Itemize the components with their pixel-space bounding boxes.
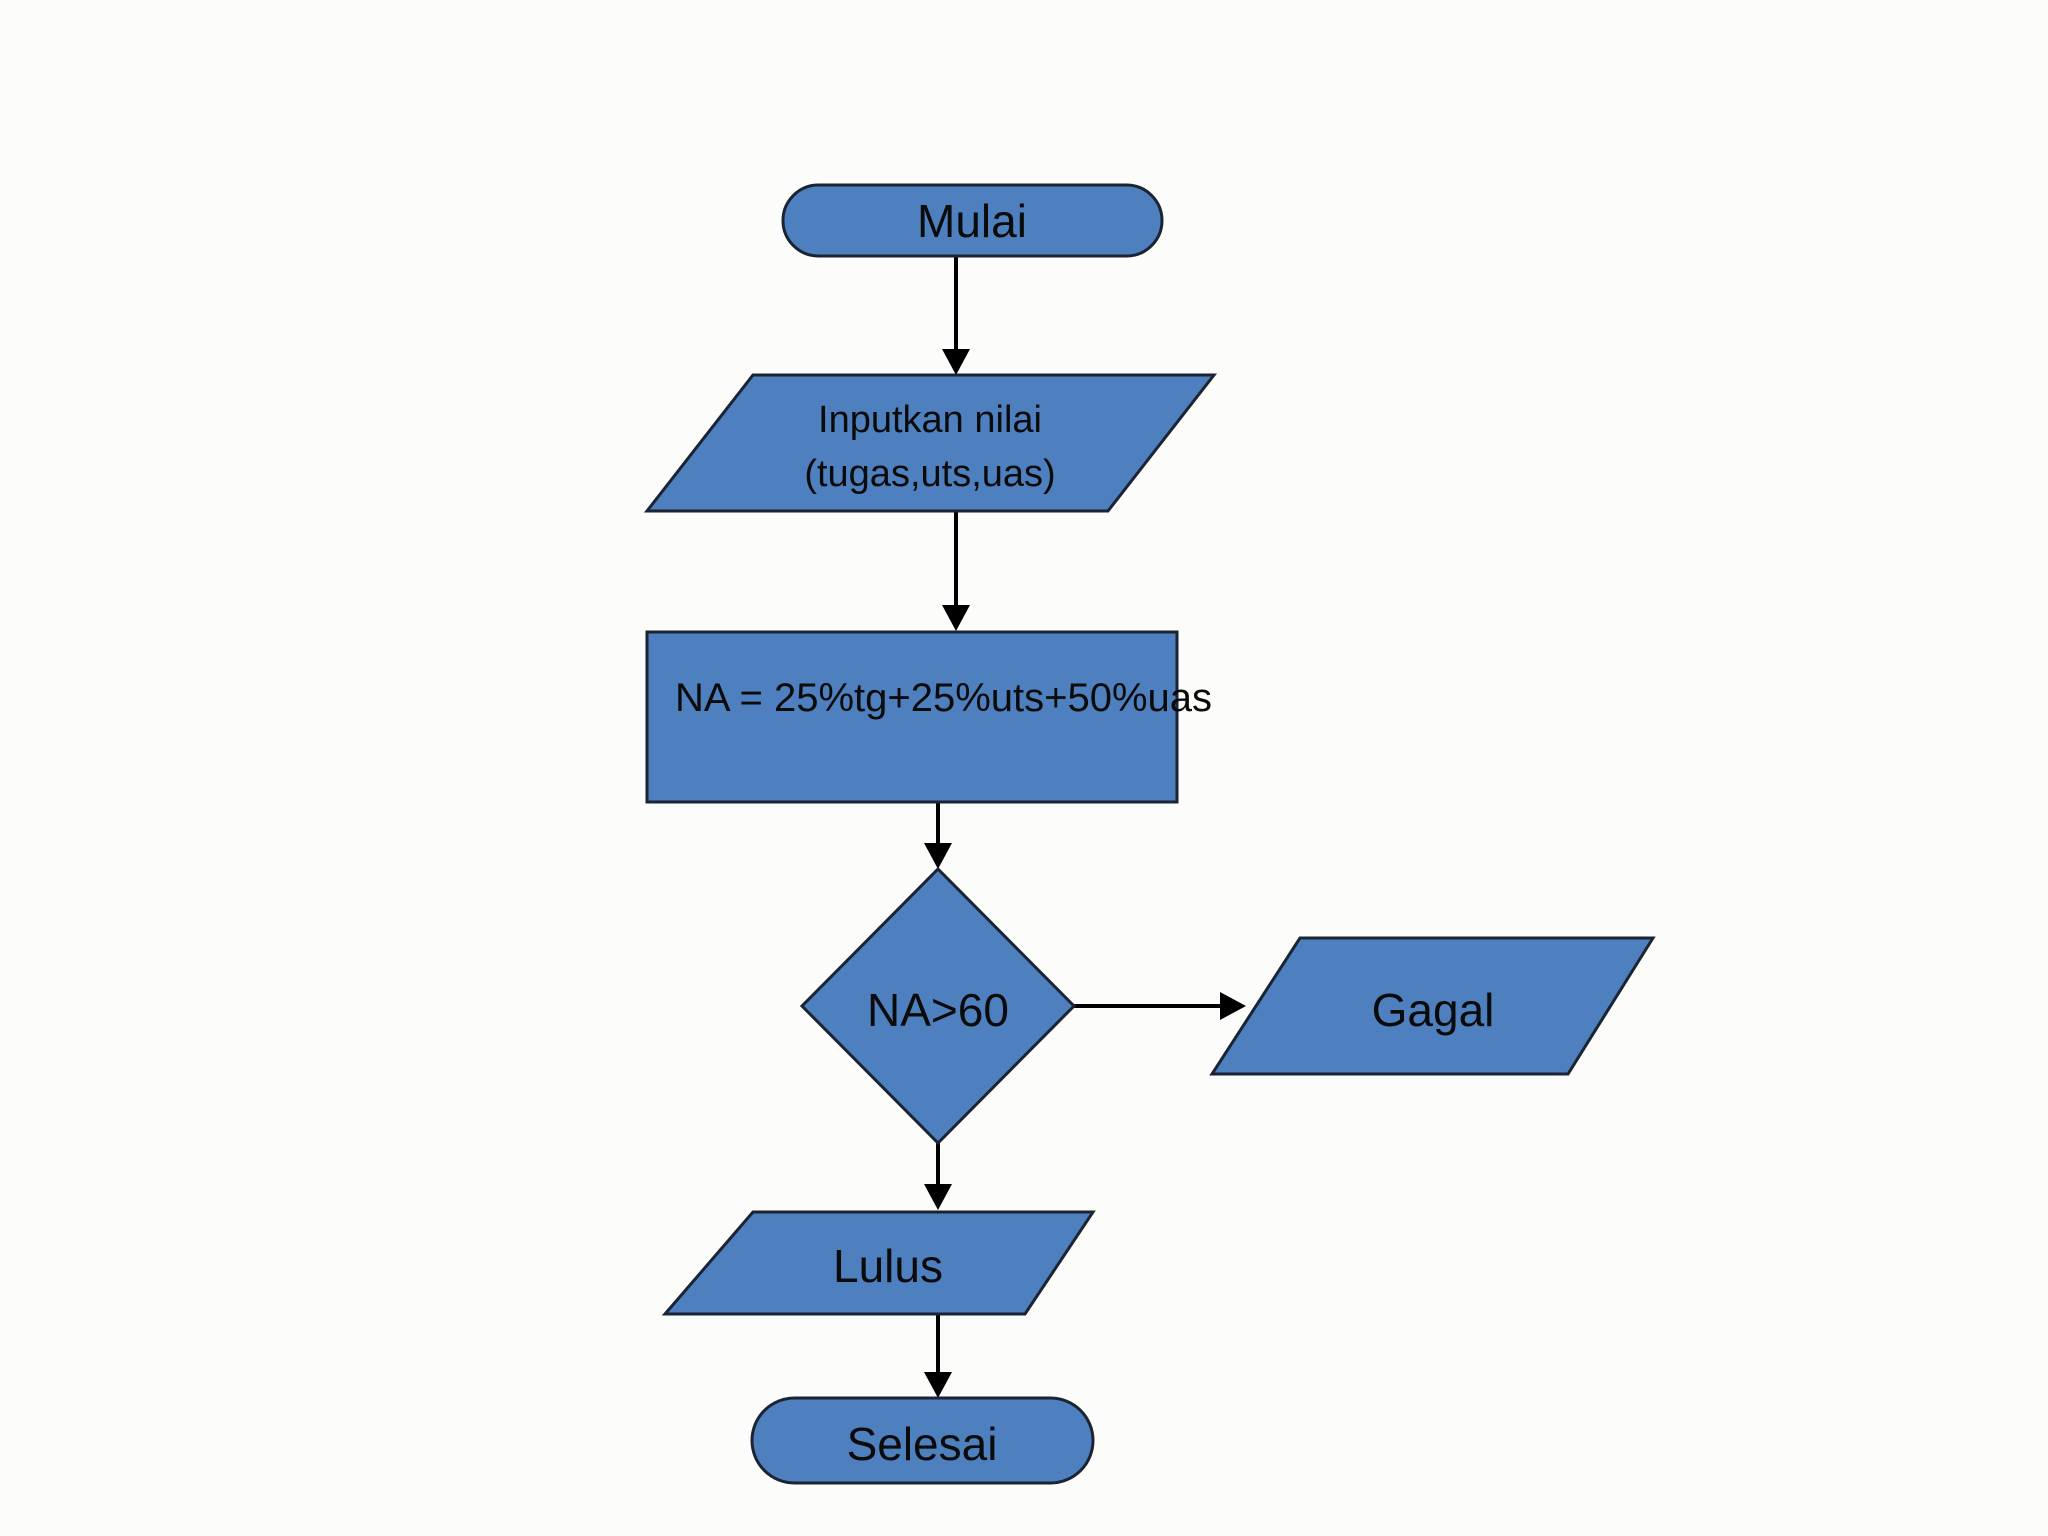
node-fail: Gagal — [1209, 936, 1656, 1076]
node-end: Selesai — [750, 1396, 1095, 1485]
edge-decision-to-pass — [924, 1143, 952, 1210]
edge-decision-to-fail — [1074, 992, 1246, 1020]
edge-input-to-process — [942, 511, 970, 631]
rectangle-shape — [645, 630, 1179, 804]
diamond-shape — [799, 866, 1077, 1146]
arrowhead-down-icon — [924, 843, 952, 869]
node-decision-label: NA>60 — [867, 984, 1009, 1036]
arrowhead-down-icon — [942, 349, 970, 375]
parallelogram-shape — [661, 1210, 1096, 1316]
edge-start-to-input — [942, 256, 970, 375]
edge-process-to-decision — [924, 802, 952, 869]
node-process: NA = 25%tg+25%uts+50%uas — [645, 630, 1212, 804]
arrowhead-right-icon — [1220, 992, 1246, 1020]
edge-pass-to-end — [924, 1314, 952, 1398]
parallelogram-shape — [1209, 936, 1656, 1076]
node-pass-label: Lulus — [833, 1240, 943, 1292]
arrowhead-down-icon — [924, 1372, 952, 1398]
node-input-label-line1: Inputkan nilai — [818, 399, 1042, 441]
node-decision: NA>60 — [799, 866, 1077, 1146]
node-fail-label: Gagal — [1372, 984, 1495, 1036]
node-process-label: NA = 25%tg+25%uts+50%uas — [675, 676, 1212, 720]
terminator-shape — [750, 1396, 1095, 1485]
node-pass: Lulus — [661, 1210, 1096, 1316]
parallelogram-shape — [643, 373, 1218, 513]
arrowhead-down-icon — [942, 605, 970, 631]
node-start: Mulai — [781, 183, 1164, 258]
arrowhead-down-icon — [924, 1184, 952, 1210]
node-input-label-line2: (tugas,uts,uas) — [804, 453, 1055, 495]
terminator-shape — [781, 183, 1164, 258]
node-end-label: Selesai — [847, 1418, 998, 1470]
node-start-label: Mulai — [917, 195, 1027, 247]
node-input: Inputkan nilai (tugas,uts,uas) — [643, 373, 1218, 513]
